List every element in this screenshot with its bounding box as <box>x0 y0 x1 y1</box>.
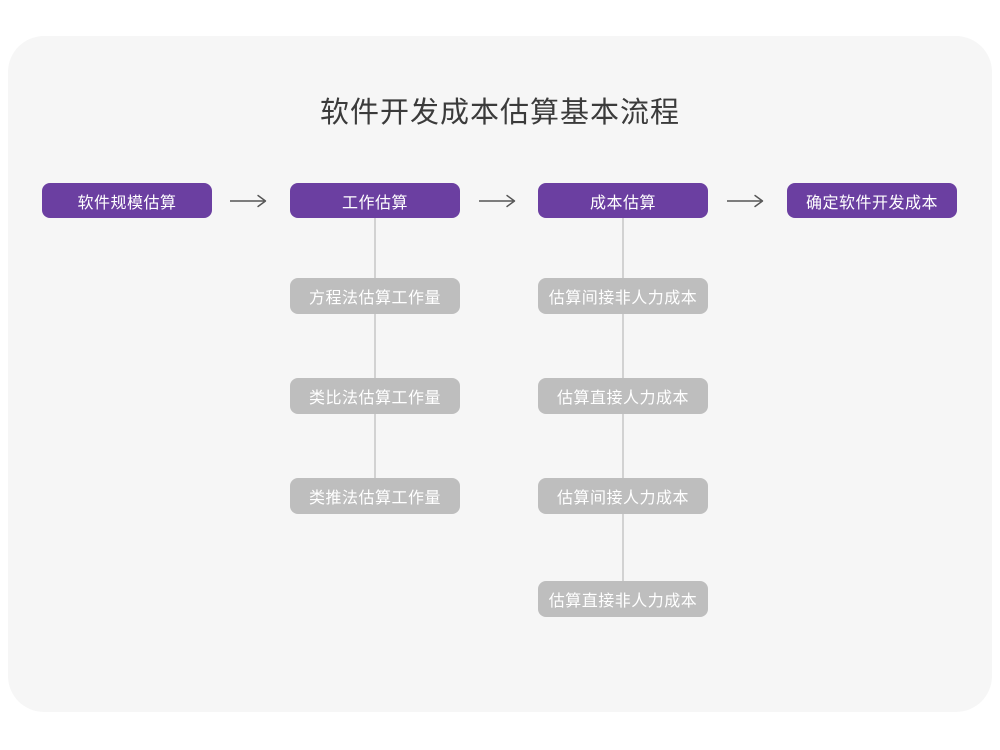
arrow-right-icon <box>479 194 516 208</box>
cost-item-indirect-labor: 估算间接人力成本 <box>538 478 708 514</box>
step-cost-estimation: 成本估算 <box>538 183 708 218</box>
step-software-size-estimation: 软件规模估算 <box>42 183 212 218</box>
cost-item-indirect-nonlabor: 估算间接非人力成本 <box>538 278 708 314</box>
cost-item-direct-nonlabor: 估算直接非人力成本 <box>538 581 708 617</box>
diagram-title: 软件开发成本估算基本流程 <box>319 97 680 129</box>
work-method-extrapolation: 类推法估算工作量 <box>290 478 460 514</box>
step-work-estimation: 工作估算 <box>290 183 460 218</box>
flowchart-card <box>8 36 992 712</box>
work-method-equation: 方程法估算工作量 <box>290 278 460 314</box>
step-determine-development-cost: 确定软件开发成本 <box>787 183 957 218</box>
connector-line-work-estimation <box>374 218 376 496</box>
cost-item-direct-labor: 估算直接人力成本 <box>538 378 708 414</box>
work-method-analogy: 类比法估算工作量 <box>290 378 460 414</box>
arrow-right-icon <box>230 194 267 208</box>
arrow-right-icon <box>727 194 764 208</box>
